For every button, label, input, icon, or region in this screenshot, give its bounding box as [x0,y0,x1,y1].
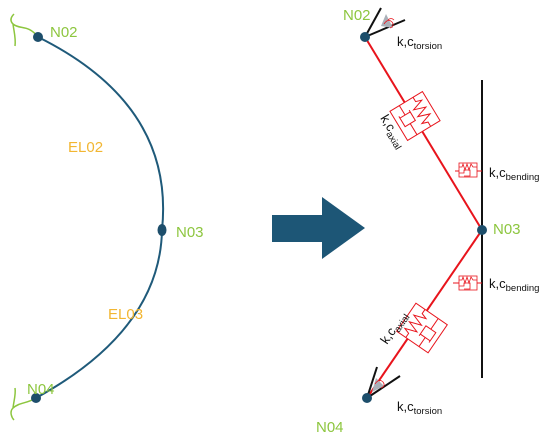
bottom-end-squiggle [10,387,37,421]
node-n02-right [360,32,370,42]
label-el03: EL03 [108,306,143,323]
beam-arc [35,36,165,399]
label-n04-left: N04 [27,381,55,398]
spring-model [360,7,487,403]
label-n02-right: N02 [343,7,371,24]
label-el02: EL02 [68,139,103,156]
transform-arrow [272,197,365,259]
node-n04-right [362,393,372,403]
label-kc-torsion-top: k,ctorsion [397,34,442,52]
torsion-support-bottom [366,366,401,399]
element-axis-upper [364,36,483,231]
label-n04-right: N04 [316,419,344,436]
axial-spring-lower [396,302,448,354]
axial-spring-upper [389,90,441,142]
node-n03-right [477,225,487,235]
node-n02-left [33,32,43,42]
label-n02-left: N02 [50,24,78,41]
label-n03-left: N03 [176,224,204,241]
label-kc-bending-upper: k,cbending [489,165,539,183]
top-end-squiggle [10,13,39,47]
torsion-support-top [364,7,406,38]
node-n04-left [31,393,41,403]
node-n03-left [157,224,167,236]
bending-spring-upper [455,162,482,178]
bending-spring-lower [453,275,482,291]
curved-beam [10,13,167,421]
label-kc-bending-lower: k,cbending [489,276,539,294]
label-kc-torsion-bottom: k,ctorsion [397,399,442,417]
label-n03-right: N03 [493,221,521,238]
